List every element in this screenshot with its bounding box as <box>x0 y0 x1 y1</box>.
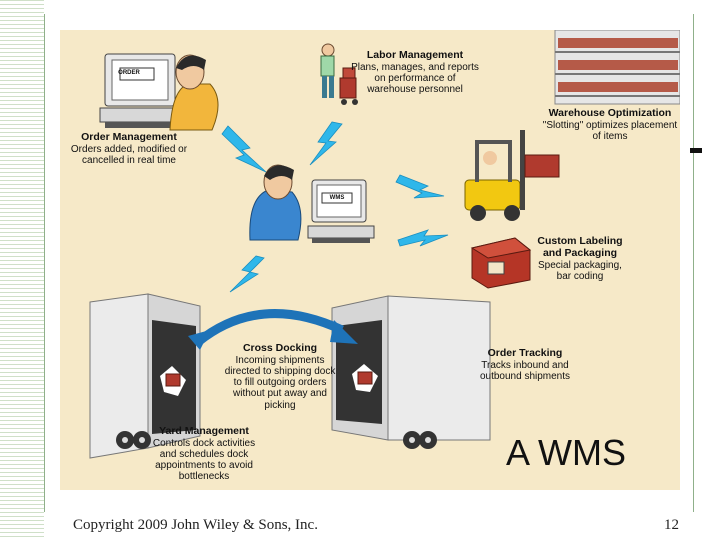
page-number: 12 <box>664 517 679 533</box>
lightning-icon <box>229 255 265 293</box>
warehouse-optimization-label: Warehouse Optimization "Slotting" optimi… <box>540 107 680 142</box>
yard-management-heading: Yard Management <box>159 425 249 437</box>
order-management-text: Orders added, modified or cancelled in r… <box>70 143 188 166</box>
yard-management-text: Controls dock activities and schedules d… <box>152 437 256 483</box>
order-screen-text: ORDER <box>118 70 140 76</box>
lightning-icon <box>397 229 449 247</box>
warehouse-optimization-text: "Slotting" optimizes placement of items <box>542 119 678 142</box>
diagram-illustration <box>89 30 680 459</box>
labor-management-heading: Labor Management <box>366 49 464 61</box>
slide-title: A WMS <box>506 432 627 473</box>
wms-operator-illustration <box>249 164 375 243</box>
frame-tick-mark <box>690 148 702 153</box>
package-illustration <box>470 237 532 289</box>
cross-docking-label: Cross Docking Incoming shipments directe… <box>224 342 336 411</box>
outbound-truck-illustration <box>331 295 491 449</box>
order-tracking-label: Order Tracking Tracks inbound and outbou… <box>474 347 576 382</box>
diagram-canvas: Order Management Orders added, modified … <box>60 30 680 490</box>
labor-management-label: Labor Management Plans, manages, and rep… <box>350 49 480 96</box>
lightning-icon <box>309 121 343 166</box>
arrowhead-icon <box>330 320 358 344</box>
order-management-heading: Order Management <box>81 131 177 143</box>
inbound-truck-illustration <box>89 293 201 459</box>
order-tracking-text: Tracks inbound and outbound shipments <box>479 359 571 382</box>
lightning-icon <box>395 174 445 199</box>
copyright-footer: Copyright 2009 John Wiley & Sons, Inc. <box>73 517 318 533</box>
warehouse-optimization-heading: Warehouse Optimization <box>548 107 672 119</box>
labor-management-text: Plans, manages, and reports on performan… <box>351 61 479 96</box>
order-person-illustration <box>99 53 219 131</box>
yard-management-label: Yard Management Controls dock activities… <box>144 425 264 483</box>
cross-dock-arrow <box>195 309 344 346</box>
decorative-stripes <box>0 0 44 540</box>
cross-docking-heading: Cross Docking <box>242 342 318 354</box>
lightning-icon <box>221 125 267 173</box>
custom-labeling-heading: Custom Labeling and Packaging <box>537 235 623 259</box>
forklift-illustration <box>464 130 560 221</box>
custom-labeling-label: Custom Labeling and Packaging Special pa… <box>530 235 630 282</box>
wms-screen-text: WMS <box>329 195 345 201</box>
order-tracking-heading: Order Tracking <box>487 347 563 359</box>
labor-worker-illustration <box>320 43 358 105</box>
cross-docking-text: Incoming shipments directed to shipping … <box>224 354 336 411</box>
warehouse-shelves-illustration <box>554 30 680 105</box>
order-management-label: Order Management Orders added, modified … <box>60 131 198 166</box>
custom-labeling-text: Special packaging, bar coding <box>538 259 622 282</box>
